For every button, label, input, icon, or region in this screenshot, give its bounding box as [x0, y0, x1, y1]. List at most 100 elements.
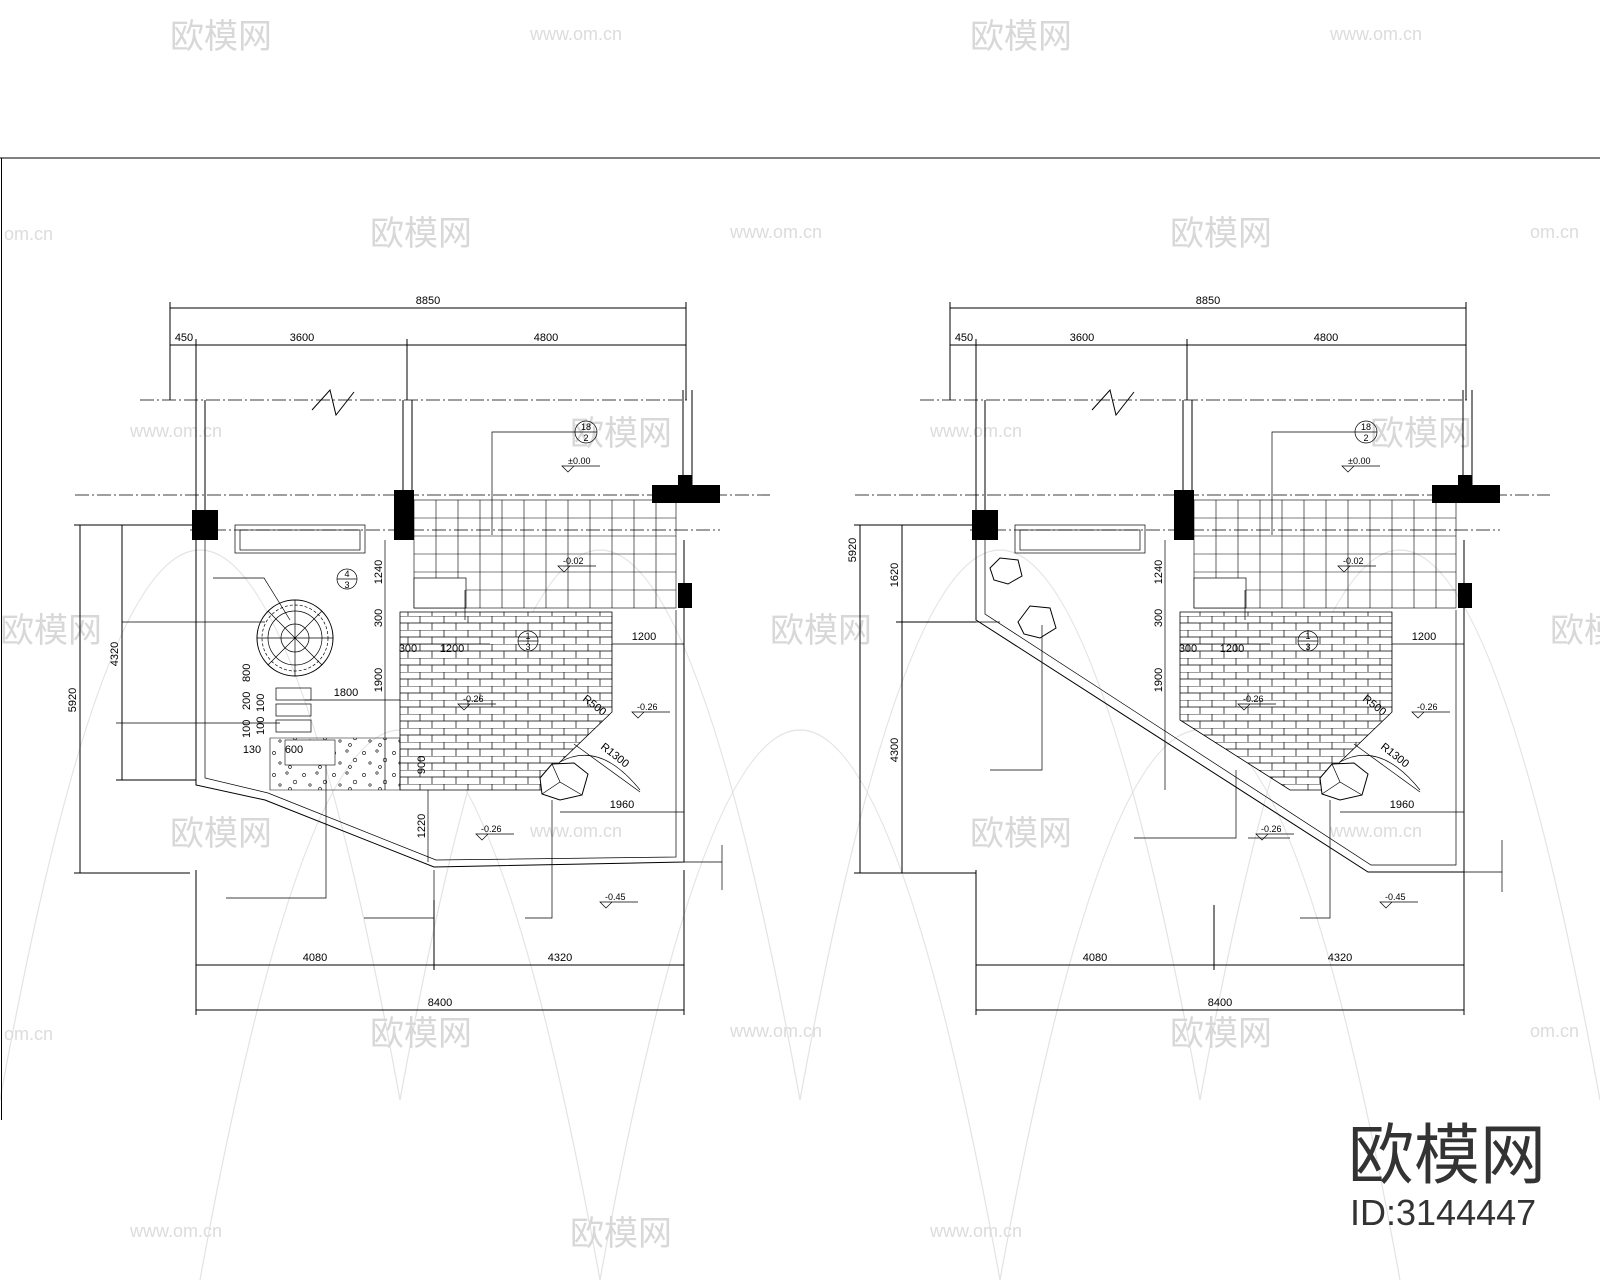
dim-top-segment: 4800 [1314, 332, 1338, 344]
bottom-dimensions: 4080 4320 8400 [975, 840, 1503, 1015]
dim-small: 200 [241, 692, 253, 710]
level-mark: -0.26 [1417, 702, 1438, 712]
dim-horizontal: 300 [399, 643, 417, 655]
watermark-url: www.om.cn [729, 222, 822, 242]
level-marks: ±0.00 -0.02 -0.26 -0.26 -0.26 -0.45 [457, 456, 670, 909]
rock [989, 557, 1023, 585]
level-mark: -0.26 [637, 702, 658, 712]
dim-small: 100 [241, 720, 253, 738]
level-mark: -0.45 [605, 892, 626, 902]
callout-bottom: 2 [1363, 433, 1368, 443]
dim-top-segment: 4800 [534, 332, 558, 344]
left-dimensions: 5920 1620 4300 [847, 524, 976, 874]
brand-block: 欧模网 ID:3144447 [1348, 1118, 1546, 1233]
watermark-brand: 欧模网 [970, 815, 1072, 853]
bottom-dimensions: 4080 4320 8400 [195, 845, 723, 1015]
level-mark: -0.02 [1343, 556, 1364, 566]
site-boundary [195, 540, 685, 868]
dim-horizontal: 1960 [1390, 799, 1414, 811]
dim-inner: 1240 [1153, 560, 1165, 584]
brand-id: ID:3144447 [1350, 1192, 1536, 1233]
dim-inner: 1240 [373, 560, 385, 584]
detail-callouts: 18 2 1 3 [1271, 420, 1378, 652]
dim-horizontal: 300 [1179, 643, 1197, 655]
level-mark: ±0.00 [568, 456, 590, 466]
watermark-brand: 欧模网 [1550, 612, 1600, 650]
watermark-brand: 欧模网 [770, 612, 872, 650]
callout-top: 18 [581, 422, 591, 432]
site-boundary [975, 540, 1465, 873]
watermark-url: om.cn [4, 224, 53, 244]
callout-bottom: 3 [525, 642, 530, 652]
radius-arc [1339, 755, 1421, 791]
dim-horizontal: 1200 [1412, 631, 1436, 643]
dim-small: 600 [285, 744, 303, 756]
watermark-url: www.om.cn [529, 821, 622, 841]
dim-bottom-total: 8400 [1208, 997, 1232, 1009]
dim-left: 4300 [889, 738, 901, 762]
callout-bottom: 2 [583, 433, 588, 443]
callout-top: 18 [1361, 422, 1371, 432]
dim-inner: 300 [1153, 609, 1165, 627]
dim-horizontal: 1960 [610, 799, 634, 811]
dim-inner: 900 [416, 756, 428, 774]
watermark-url: www.om.cn [929, 1221, 1022, 1241]
small-dimensions: 130 600 100 200 800 100 100 [241, 664, 303, 756]
inner-dimensions: 1240 300 1900 [1153, 540, 1166, 790]
dim-horizontal: 1200 [1220, 643, 1244, 655]
dim-bottom-segment: 4080 [303, 952, 327, 964]
callout-top: 1 [1305, 631, 1310, 641]
dim-small: 100 [255, 694, 267, 712]
break-symbol [311, 388, 355, 417]
watermark-brand: 欧模网 [170, 815, 272, 853]
level-mark: -0.26 [1261, 824, 1282, 834]
watermark-brand: 欧模网 [0, 612, 102, 650]
circular-feature [256, 599, 334, 677]
dim-bottom-segment: 4080 [1083, 952, 1107, 964]
top-dimensions: 8850 450 3600 4800 [949, 295, 1467, 400]
detail-callouts: 18 2 4 3 1 3 [213, 420, 598, 652]
level-mark: ±0.00 [1348, 456, 1370, 466]
dim-left: 4320 [109, 642, 121, 666]
leader-lines [900, 590, 1331, 919]
level-marks: ±0.00 -0.02 -0.26 -0.26 -0.26 -0.45 [1237, 456, 1450, 909]
dim-horizontal: 1200 [440, 643, 464, 655]
watermark-brand: 欧模网 [1370, 415, 1472, 453]
watermark-url: www.om.cn [1329, 821, 1422, 841]
dim-bottom-segment: 4320 [1328, 952, 1352, 964]
dim-top-total: 8850 [416, 295, 440, 307]
watermark-brand: 欧模网 [370, 1015, 472, 1053]
watermark-brand: 欧模网 [1170, 1015, 1272, 1053]
plan-right: 8850 450 3600 4800 [847, 295, 1550, 1015]
dim-bottom-segment: 4320 [548, 952, 572, 964]
brand-name: 欧模网 [1348, 1118, 1546, 1192]
dim-top-total: 8850 [1196, 295, 1220, 307]
rock [1319, 762, 1369, 801]
level-mark: -0.02 [563, 556, 584, 566]
watermark-url: www.om.cn [129, 421, 222, 441]
dim-inner: 1220 [416, 814, 428, 838]
level-mark: -0.26 [481, 824, 502, 834]
dim-inner: 1900 [373, 668, 385, 692]
dim-bottom-total: 8400 [428, 997, 452, 1009]
plan-left: 8850 450 3600 4800 [67, 295, 770, 1015]
left-dimensions: 5920 4320 [67, 524, 196, 874]
radius-leader [1353, 743, 1421, 793]
dim-small: 100 [255, 717, 267, 735]
site-boundary-inner [204, 540, 677, 861]
step-slab [284, 739, 336, 766]
watermark-url: www.om.cn [729, 1021, 822, 1041]
dim-inner: 1900 [1153, 668, 1165, 692]
watermark-url: om.cn [1530, 222, 1579, 242]
dim-small: 130 [243, 744, 261, 756]
watermark-url: www.om.cn [529, 24, 622, 44]
top-dimensions: 8850 450 3600 4800 [169, 295, 687, 400]
watermark-brand: 欧模网 [570, 1215, 672, 1253]
dim-left: 5920 [847, 538, 859, 562]
watermark-url: www.om.cn [1329, 24, 1422, 44]
dim-top-segment: 3600 [1070, 332, 1094, 344]
watermark-url: www.om.cn [129, 1221, 222, 1241]
building-walls [192, 390, 720, 608]
